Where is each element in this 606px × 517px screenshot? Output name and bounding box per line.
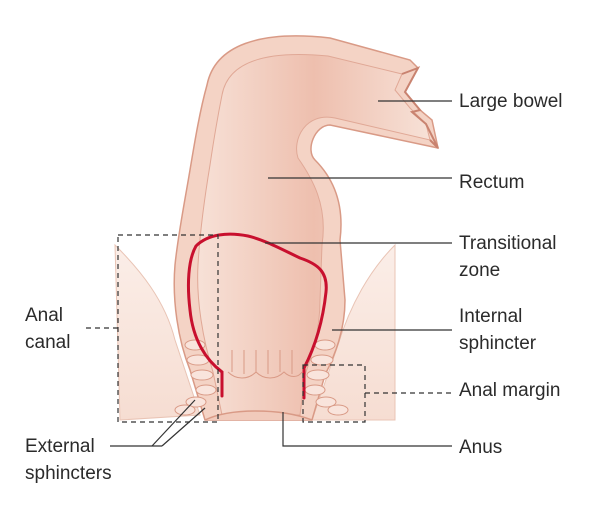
label-internal-sphincter-line2: sphincter [459,333,537,354]
label-transitional-zone-line2: zone [459,260,501,281]
label-large-bowel: Large bowel [459,91,563,112]
label-anal-margin: Anal margin [459,380,561,401]
label-rectum: Rectum [459,172,525,193]
transitional-zone-line [186,232,328,400]
anal-columns [227,350,303,379]
leader-external-sphincters-2 [161,407,206,447]
leader-lines [86,100,452,447]
bowel-lumen [197,54,431,416]
label-external-sphincters-line1: External [25,436,95,457]
bowel-cut-edge [401,66,439,149]
leader-anus [282,412,452,447]
left-buttock [114,243,201,421]
internal-sphincter-left [174,339,217,416]
right-buttock [311,243,396,421]
label-anus: Anus [459,437,503,458]
label-transitional-zone-line1: Transitional [459,233,557,254]
label-anal-canal-line2: canal [25,332,71,353]
label-external-sphincters-line2: sphincters [25,463,112,484]
label-anal-canal-line1: Anal [25,305,64,326]
anus-opening [204,410,313,421]
label-internal-sphincter-line1: Internal [459,306,523,327]
leader-external-sphincters-1 [151,399,196,447]
